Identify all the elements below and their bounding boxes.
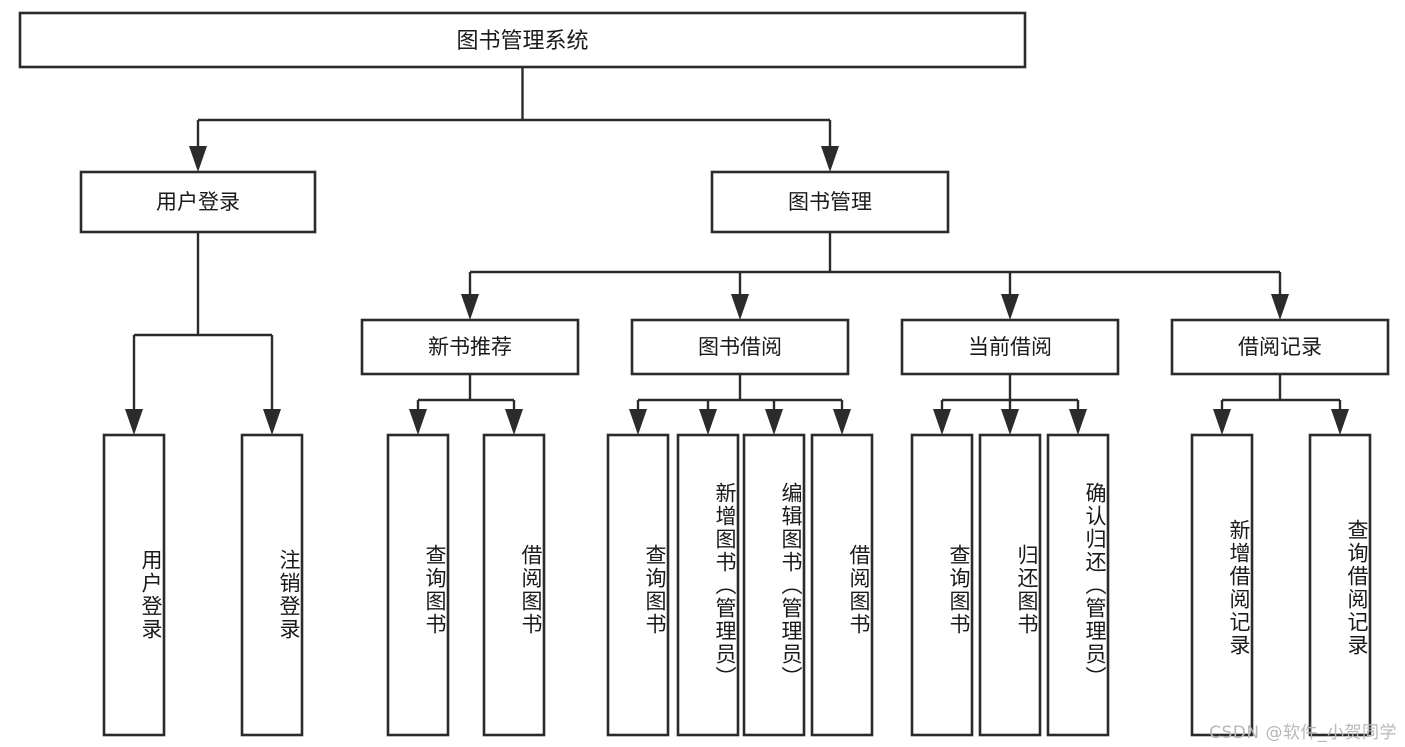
arrowhead-record-2 — [1331, 409, 1349, 435]
arrowhead-rec-2 — [505, 409, 523, 435]
node-book-borrow-label: 图书借阅 — [698, 335, 782, 359]
arrowhead-leaf-u1 — [125, 409, 143, 435]
arrowhead-l3-4 — [1271, 294, 1289, 320]
node-book-manage-label: 图书管理 — [788, 190, 872, 214]
arrowhead-current-1 — [933, 409, 951, 435]
arrowhead-l3-2 — [731, 294, 749, 320]
node-current-borrow-box[interactable] — [900, 318, 1120, 376]
arrowhead-book-manage — [821, 146, 839, 172]
arrowhead-current-3 — [1069, 409, 1087, 435]
leaf-box-borrow-2[interactable] — [676, 433, 740, 737]
arrowhead-user-login — [189, 146, 207, 172]
leaf-box-current-3[interactable] — [1046, 433, 1110, 737]
node-book-borrow-box[interactable] — [630, 318, 850, 376]
leaf-box-user-login-2[interactable] — [240, 433, 304, 737]
arrowhead-borrow-2 — [699, 409, 717, 435]
node-new-book-recommend-box[interactable] — [360, 318, 580, 376]
node-borrow-record-box[interactable] — [1170, 318, 1390, 376]
leaf-box-record-2[interactable] — [1308, 433, 1372, 737]
arrowhead-borrow-3 — [765, 409, 783, 435]
arrowhead-borrow-4 — [833, 409, 851, 435]
csdn-watermark: CSDN @软件_小贺同学 — [1209, 723, 1397, 743]
arrowhead-current-2 — [1001, 409, 1019, 435]
arrowhead-l3-3 — [1001, 294, 1019, 320]
arrowhead-rec-1 — [409, 409, 427, 435]
leaf-box-user-login-1[interactable] — [102, 433, 166, 737]
leaf-box-borrow-4[interactable] — [810, 433, 874, 737]
node-current-borrow-label: 当前借阅 — [968, 335, 1052, 359]
arrowhead-l3-1 — [461, 294, 479, 320]
arrowhead-leaf-u2 — [263, 409, 281, 435]
leaf-box-record-1[interactable] — [1190, 433, 1254, 737]
leaf-box-borrow-3[interactable] — [742, 433, 806, 737]
nodes-layer: 图书管理系统 用户登录 图书管理 新书推荐 图书借阅 当前借阅 借阅记录 — [18, 11, 1390, 737]
node-root-box[interactable] — [18, 11, 1027, 69]
arrowhead-borrow-1 — [629, 409, 647, 435]
node-user-login-label: 用户登录 — [156, 190, 240, 214]
node-user-login-box[interactable] — [79, 170, 317, 234]
connectors-layer — [125, 67, 1349, 435]
node-root-label: 图书管理系统 — [456, 29, 588, 54]
arrowhead-record-1 — [1213, 409, 1231, 435]
leaf-box-borrow-1[interactable] — [606, 433, 670, 737]
leaf-box-current-2[interactable] — [978, 433, 1042, 737]
leaf-box-recommend-2[interactable] — [482, 433, 546, 737]
leaf-box-recommend-1[interactable] — [386, 433, 450, 737]
node-book-manage-box[interactable] — [710, 170, 950, 234]
node-borrow-record-label: 借阅记录 — [1238, 335, 1322, 359]
node-new-book-recommend-label: 新书推荐 — [428, 335, 512, 359]
leaf-box-current-1[interactable] — [910, 433, 974, 737]
